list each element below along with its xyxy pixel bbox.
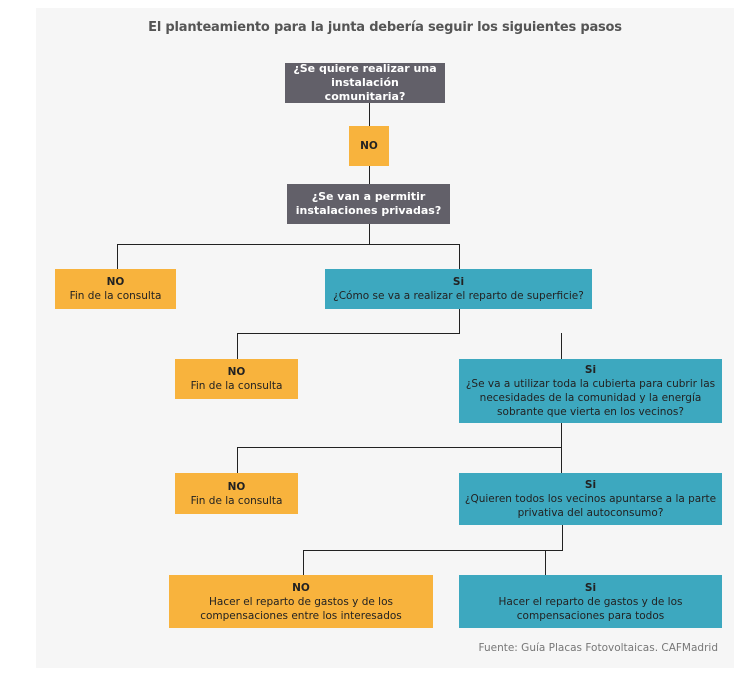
connector bbox=[237, 447, 238, 473]
connector bbox=[459, 244, 460, 269]
answer-no-end: NO Fin de la consulta bbox=[175, 473, 298, 514]
question-private-installations: ¿Se van a permitir instalaciones privada… bbox=[287, 184, 450, 224]
diagram-title: El planteamiento para la junta debería s… bbox=[148, 20, 622, 35]
node-text: ¿Se quiere realizar una instalación comu… bbox=[293, 62, 437, 103]
node-label: NO bbox=[106, 276, 125, 288]
node-text: ¿Quieren todos los vecinos apuntarse a l… bbox=[464, 493, 717, 519]
answer-yes-surface-split: Si ¿Cómo se va a realizar el reparto de … bbox=[325, 269, 592, 309]
node-text: Hacer el reparto de gastos y de los comp… bbox=[200, 595, 402, 622]
node-label: Si bbox=[584, 581, 597, 594]
answer-no-end: NO Fin de la consulta bbox=[175, 359, 298, 399]
node-label: NO bbox=[292, 581, 310, 594]
question-community-installation: ¿Se quiere realizar una instalación comu… bbox=[285, 62, 445, 103]
node-label: Si bbox=[584, 364, 597, 376]
node-label: NO bbox=[227, 480, 246, 493]
node-text: Fin de la consulta bbox=[69, 290, 162, 302]
answer-no-end: NO Fin de la consulta bbox=[55, 269, 176, 309]
connector bbox=[237, 447, 562, 448]
connector bbox=[237, 333, 460, 334]
node-text: Hacer el reparto de gastos y de los comp… bbox=[498, 595, 683, 622]
connector bbox=[303, 550, 563, 551]
connector bbox=[369, 224, 370, 244]
node-label: NO bbox=[227, 366, 246, 378]
diagram-panel bbox=[36, 8, 734, 668]
source-note: Fuente: Guía Placas Fotovoltaicas. CAFMa… bbox=[478, 642, 719, 654]
connector bbox=[561, 333, 562, 359]
connector bbox=[237, 333, 238, 359]
connector bbox=[459, 309, 460, 333]
node-text: ¿Se van a permitir instalaciones privada… bbox=[295, 190, 442, 217]
connector bbox=[561, 423, 562, 475]
answer-no-split-interested: NO Hacer el reparto de gastos y de los c… bbox=[169, 575, 433, 628]
connector bbox=[117, 244, 118, 269]
connector bbox=[369, 166, 370, 184]
node-text: ¿Se va a utilizar toda la cubierta para … bbox=[465, 378, 716, 418]
node-text: ¿Cómo se va a realizar el reparto de sup… bbox=[333, 290, 584, 302]
answer-no: NO bbox=[349, 126, 389, 166]
node-text: Fin de la consulta bbox=[190, 494, 283, 507]
node-label: Si bbox=[452, 276, 465, 288]
connector bbox=[562, 525, 563, 550]
answer-yes-all-neighbors: Si ¿Quieren todos los vecinos apuntarse … bbox=[459, 473, 722, 525]
connector bbox=[303, 550, 304, 575]
connector bbox=[545, 550, 546, 575]
answer-yes-whole-roof: Si ¿Se va a utilizar toda la cubierta pa… bbox=[459, 359, 722, 423]
node-text: Fin de la consulta bbox=[190, 380, 283, 392]
answer-yes-split-all: Si Hacer el reparto de gastos y de los c… bbox=[459, 575, 722, 628]
connector bbox=[117, 244, 460, 245]
node-label: NO bbox=[360, 140, 378, 152]
node-label: Si bbox=[584, 479, 597, 491]
connector bbox=[369, 103, 370, 126]
